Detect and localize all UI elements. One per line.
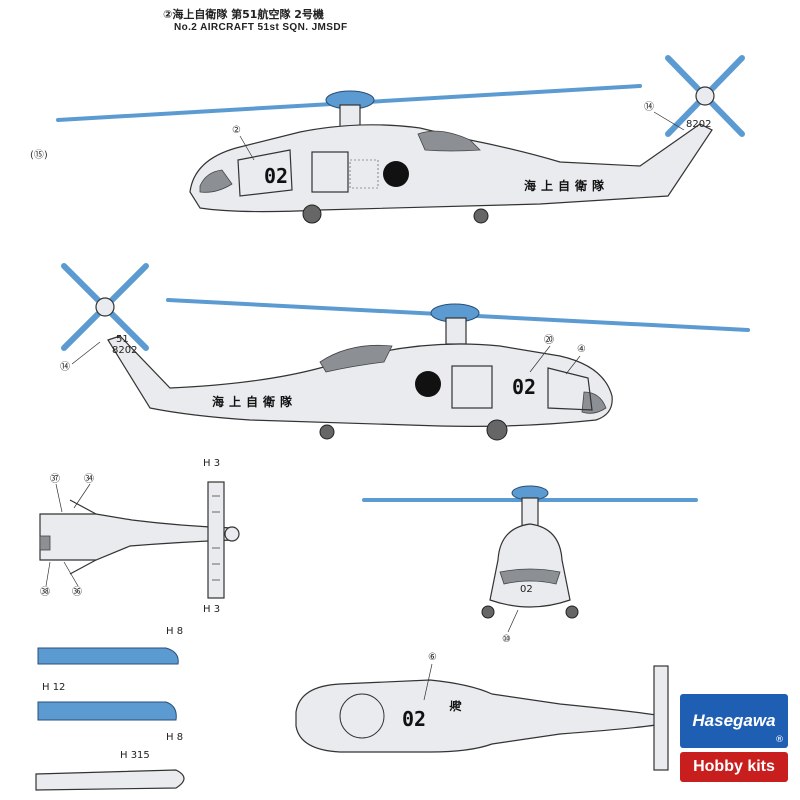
side-view-mid-helicopter: 02 海 上 自 衛 隊 51 8202 ⑭ ⑳ ④: [60, 263, 750, 441]
part-code-h3-top: H 3: [203, 458, 220, 469]
plan-kanji: 海: [448, 700, 463, 712]
tail-wheel: [319, 424, 335, 440]
callout-plan: ⑥: [428, 652, 437, 663]
part-code-h315: H 315: [120, 750, 150, 761]
stabilizer-hub: [224, 526, 240, 542]
pylon-part: [35, 769, 185, 791]
brand-tagline: Hobby kits: [693, 758, 775, 775]
kanji-char: 衛: [574, 178, 587, 193]
side-note: (⑮): [30, 150, 48, 161]
kanji-char: 自: [246, 394, 258, 409]
part-code-h12: H 12: [42, 682, 65, 693]
part-code-h8-b: H 8: [166, 732, 183, 743]
fuselage-plan: [295, 679, 663, 753]
leader-line: [529, 345, 551, 373]
cabin-door: [311, 151, 349, 193]
hasegawa-logo: Hasegawa ® Hobby kits: [680, 694, 788, 786]
kanji-char: 隊: [280, 394, 293, 409]
hinomaru-roundel: [415, 371, 441, 397]
plan-number: 02: [402, 707, 426, 731]
leader-line: [423, 663, 433, 701]
plan-view-helicopter: 02 海 ⑥: [295, 652, 669, 771]
callout-nose: ②: [232, 125, 241, 136]
kanji-char: 上: [229, 394, 241, 409]
tail-serial: 8202: [112, 345, 137, 356]
callout-34: ㉞: [84, 473, 94, 485]
front-wheel: [565, 605, 579, 619]
header-title-jp: ②海上自衛隊 第51航空隊 2号機: [163, 8, 324, 21]
callout-38: ㊳: [40, 586, 50, 598]
windshield-band: [499, 568, 561, 585]
kanji-char: 衛: [262, 394, 275, 409]
callout-b: ④: [577, 344, 586, 355]
fuselage-front: [489, 523, 571, 608]
nose-patch: [199, 169, 233, 193]
leader-line: [45, 561, 51, 587]
cockpit-window: [237, 149, 293, 197]
fuselage: [107, 335, 613, 427]
kanji-char: 隊: [592, 178, 605, 193]
tail-rotor-hub: [695, 86, 715, 106]
tail-rotor-hub: [95, 297, 115, 317]
kanji-char: 海: [212, 394, 224, 409]
callout-tail: ⑭: [644, 101, 654, 113]
kanji-char: 海: [524, 178, 536, 193]
nose-patch: [581, 391, 607, 414]
tail-serial: 8202: [686, 119, 711, 130]
horizontal-stabilizer: [207, 481, 225, 599]
main-wheel: [302, 204, 322, 224]
part-rotor-blades: H 8 H 12 H 8 H 315: [35, 626, 185, 791]
cabin-window-grid: [349, 159, 379, 189]
callout-37: ㊲: [50, 473, 60, 485]
front-wheel: [481, 605, 495, 619]
leader-line: [653, 111, 685, 131]
rotor-blade-part: [37, 647, 179, 665]
rotor-mast: [445, 317, 467, 345]
side-view-top-helicopter: 02 海 上 自 衛 隊 8202 ② ⑭: [56, 55, 745, 224]
fuselage-number: 02: [512, 375, 536, 399]
kanji-char: 上: [541, 178, 553, 193]
main-wheel: [486, 419, 508, 441]
kanji-char: 自: [558, 178, 570, 193]
part-tail-stabilizer: H 3 H 3 ㊲ ㉞ ㊳ ㊱: [39, 458, 240, 615]
tail-wheel: [473, 208, 489, 224]
rotor-mast: [339, 104, 361, 128]
leader-line: [63, 561, 79, 587]
cabin-door: [451, 365, 493, 409]
rotor-blade-part: [37, 701, 177, 721]
leader-line: [507, 609, 519, 633]
exhaust-patch: [319, 345, 393, 373]
brand-name: Hasegawa: [692, 711, 776, 730]
hinomaru-roundel: [383, 161, 409, 187]
leader-line: [565, 355, 581, 375]
callout-front: ⑩: [502, 634, 511, 645]
tail-stabilizer-plan: [653, 665, 669, 771]
rotor-disc-outline: [339, 693, 385, 739]
part-code-h3-bottom: H 3: [203, 604, 220, 615]
callout-36: ㊱: [72, 586, 82, 598]
header-title-en: No.2 AIRCRAFT 51st SQN. JMSDF: [174, 22, 348, 33]
fuselage-number: 02: [264, 164, 288, 188]
brand-top-panel: Hasegawa ®: [680, 694, 788, 748]
part-code-h8-a: H 8: [166, 626, 183, 637]
front-number: 02: [520, 584, 533, 595]
leader-line: [71, 341, 101, 365]
callout-tail: ⑭: [60, 361, 70, 373]
leader-line: [55, 483, 63, 513]
front-view-helicopter: 02 ⑩: [362, 485, 698, 645]
exhaust-patch: [417, 130, 481, 152]
callout-a: ⑳: [544, 334, 554, 346]
brand-registered: ®: [775, 735, 784, 745]
gray-block: [39, 535, 51, 551]
stabilizer-struts: [69, 499, 97, 575]
leader-line: [73, 483, 91, 509]
tail-unit: 51: [116, 334, 129, 345]
cockpit-window: [547, 367, 593, 411]
leader-line: [239, 135, 255, 161]
brand-bottom-panel: Hobby kits: [680, 752, 788, 782]
tail-boom-plan: [39, 513, 233, 561]
